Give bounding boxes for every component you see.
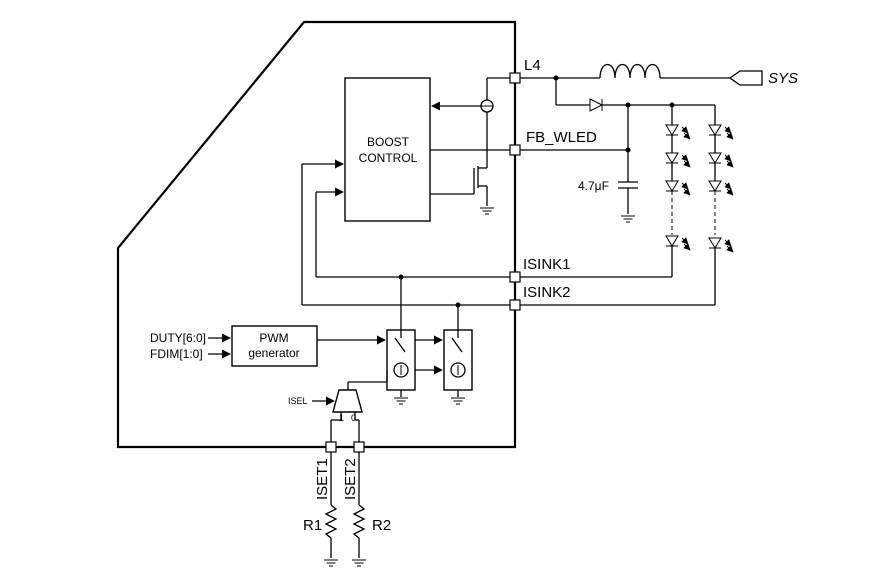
r2-label: R2 xyxy=(372,517,391,534)
sys-connector xyxy=(728,70,763,86)
pin-l4 xyxy=(509,72,521,84)
capacitor-label: 4.7μF xyxy=(578,179,609,193)
pin-iset2-label: ISET2 xyxy=(342,458,359,500)
duty-input-label: DUTY[6:0] xyxy=(150,331,206,345)
pin-l4-label: L4 xyxy=(524,57,541,74)
boost-control-label-1: BOOST xyxy=(367,135,410,149)
resistor-r2 xyxy=(352,504,366,539)
isel-label: ISEL xyxy=(288,396,308,406)
schottky-diode xyxy=(589,98,604,112)
led-string-1 xyxy=(666,125,690,250)
sys-label: SYS xyxy=(768,70,798,87)
pin-fb-wled xyxy=(509,144,521,156)
current-sink-2 xyxy=(443,329,473,405)
pwm-label-2: generator xyxy=(248,346,299,360)
boost-control-label-2: CONTROL xyxy=(359,151,418,165)
resistor-r1 xyxy=(324,504,338,539)
mux-input-0-label: 0 xyxy=(351,413,356,423)
pin-isink2 xyxy=(509,299,521,311)
pin-isink1 xyxy=(509,271,521,283)
led-string-2 xyxy=(709,125,733,252)
pwm-label-1: PWM xyxy=(259,331,288,345)
pwm-generator-block xyxy=(231,325,318,367)
pin-iset1 xyxy=(325,441,337,453)
pin-iset2 xyxy=(353,441,365,453)
inductor-symbol xyxy=(599,63,661,79)
pin-isink1-label: ISINK1 xyxy=(523,256,571,273)
r1-label: R1 xyxy=(303,517,322,534)
iset-mux xyxy=(332,389,363,413)
pin-isink2-label: ISINK2 xyxy=(523,284,571,301)
chip-outline xyxy=(116,20,517,449)
pin-iset1-label: ISET1 xyxy=(314,458,331,500)
boost-control-block xyxy=(344,77,431,222)
fdim-input-label: FDIM[1:0] xyxy=(150,347,203,361)
current-sink-1 xyxy=(386,329,416,405)
pin-fb-wled-label: FB_WLED xyxy=(526,129,597,146)
